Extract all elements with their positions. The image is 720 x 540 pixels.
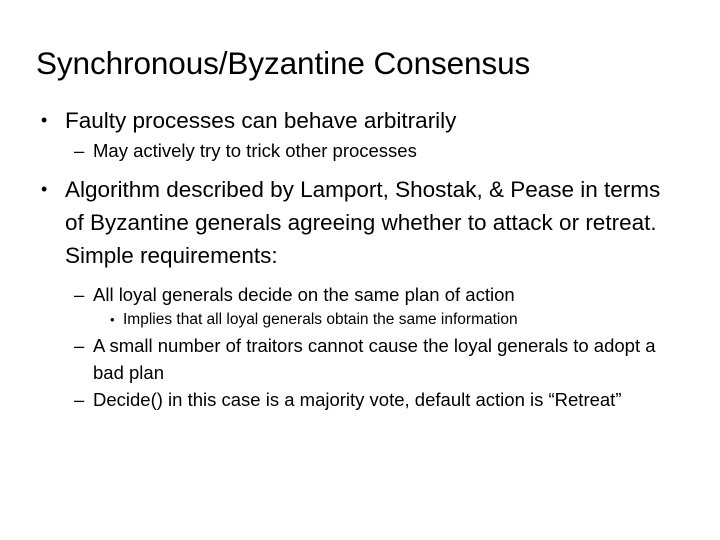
bullet-item-level2: – May actively try to trick other proces… [0,137,720,164]
bullet-marker-icon: • [41,110,48,130]
bullet-text: May actively try to trick other processe… [93,140,417,161]
bullet-text: Faulty processes can behave arbitrarily [65,108,457,133]
bullet-item-level2: – A small number of traitors cannot caus… [0,332,720,386]
dash-marker-icon: – [74,389,85,410]
bullet-text: Decide() in this case is a majority vote… [93,389,622,410]
dash-marker-icon: – [74,335,85,356]
page-title: Synchronous/Byzantine Consensus [36,45,531,81]
bullet-text: Algorithm described by Lamport, Shostak,… [65,177,661,268]
bullet-item-level1: • Faulty processes can behave arbitraril… [0,104,720,137]
slide-body: • Faulty processes can behave arbitraril… [0,104,720,413]
bullet-marker-icon: • [41,179,48,199]
dash-marker-icon: – [74,140,85,161]
bullet-item-level3: • Implies that all loyal generals obtain… [0,308,720,332]
bullet-item-level2: – All loyal generals decide on the same … [0,281,720,308]
bullet-text: All loyal generals decide on the same pl… [93,284,515,305]
bullet-marker-icon: • [110,312,115,327]
bullet-item-level1: • Algorithm described by Lamport, Shosta… [0,173,720,272]
dash-marker-icon: – [74,284,85,305]
bullet-text: Implies that all loyal generals obtain t… [123,311,518,328]
bullet-text: A small number of traitors cannot cause … [93,335,656,383]
bullet-item-level2: – Decide() in this case is a majority vo… [0,386,720,413]
